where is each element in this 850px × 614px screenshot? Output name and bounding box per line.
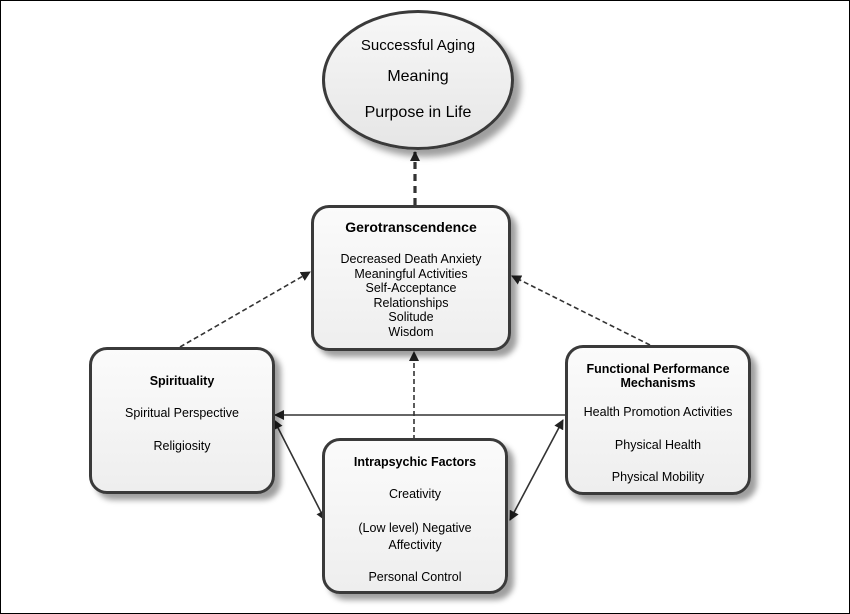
node-successful-aging-item: Meaning: [387, 68, 449, 85]
node-gerotranscendence-item: Solitude: [388, 310, 434, 324]
node-intrapsychic-factors-item: Personal Control: [368, 569, 462, 584]
node-spirituality-title: Spirituality: [149, 374, 215, 388]
node-intrapsychic-factors-item: Creativity: [388, 487, 442, 501]
node-spirituality: Spirituality Spiritual Perspective Relig…: [89, 347, 275, 494]
node-functional-performance-item: Physical Health: [614, 437, 702, 452]
node-spirituality-item: Religiosity: [153, 438, 211, 453]
node-successful-aging-item: Purpose in Life: [364, 104, 472, 121]
arrow-func-intra: [509, 419, 564, 521]
node-gerotranscendence-item: Meaningful Activities: [354, 266, 468, 281]
arrow-func-to-gero: [511, 275, 651, 346]
node-gerotranscendence-title: Gerotranscendence: [345, 219, 477, 235]
node-successful-aging-title: Successful Aging: [360, 37, 476, 54]
node-gerotranscendence-item: Self-Acceptance: [365, 281, 457, 295]
node-spirituality-item: Spiritual Perspective: [125, 406, 239, 420]
node-successful-aging: Successful Aging Meaning Purpose in Life: [322, 10, 514, 150]
node-functional-performance-title: Functional Performance Mechanisms: [586, 362, 730, 390]
arrow-spirit-intra: [273, 419, 326, 521]
node-intrapsychic-factors: Intrapsychic Factors Creativity (Low lev…: [322, 438, 508, 594]
node-functional-performance: Functional Performance Mechanisms Health…: [565, 345, 751, 495]
arrow-spirit-to-gero: [179, 271, 311, 348]
node-intrapsychic-factors-item: (Low level) Negative Affectivity: [358, 520, 472, 552]
node-gerotranscendence-item: Wisdom: [388, 324, 434, 339]
node-gerotranscendence-item: Decreased Death Anxiety: [340, 252, 482, 266]
node-gerotranscendence-item: Relationships: [373, 295, 449, 310]
node-functional-performance-item: Health Promotion Activities: [583, 405, 733, 419]
node-gerotranscendence: Gerotranscendence Decreased Death Anxiet…: [311, 205, 511, 351]
node-functional-performance-item: Physical Mobility: [611, 470, 705, 484]
node-intrapsychic-factors-title: Intrapsychic Factors: [353, 455, 477, 469]
